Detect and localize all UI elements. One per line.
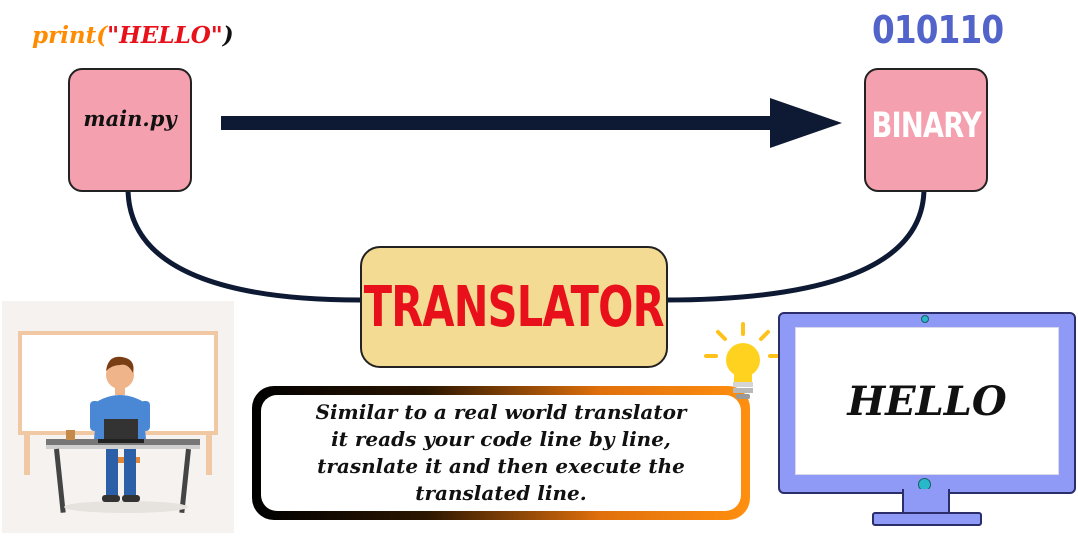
monitor-stand [902,489,950,515]
source-file-box: main.py [68,68,192,192]
person-at-desk-drawing [18,331,218,513]
explanation-text: Similar to a real world translator it re… [315,400,687,505]
translator-label: TRANSLATOR [363,274,665,340]
source-file-label: main.py [83,105,177,131]
monitor-output-text: HELLO [847,377,1007,425]
explanation-callout: Similar to a real world translator it re… [252,386,750,520]
binary-box-label: BINARY [871,106,981,146]
code-func-text: print( [32,22,108,49]
explanation-panel: Similar to a real world translator it re… [261,395,741,511]
code-snippet-label: print("HELLO") [32,22,234,49]
lightbulb-icon [704,322,780,399]
right-curve-connector [663,187,927,303]
monitor-base [872,512,982,526]
left-curve-connector [125,187,361,303]
monitor-camera [921,315,929,323]
code-close-text: ) [222,22,234,49]
translator-box: TRANSLATOR [360,246,668,368]
person-at-desk-illustration [2,301,234,533]
monitor-icon: HELLO [778,312,1076,494]
binary-box: BINARY [864,68,988,192]
code-arg-text: "HELLO" [107,22,223,49]
monitor-screen: HELLO [795,327,1059,475]
arrow-right-icon [221,98,842,148]
binary-output-label: 010110 [872,8,1004,52]
